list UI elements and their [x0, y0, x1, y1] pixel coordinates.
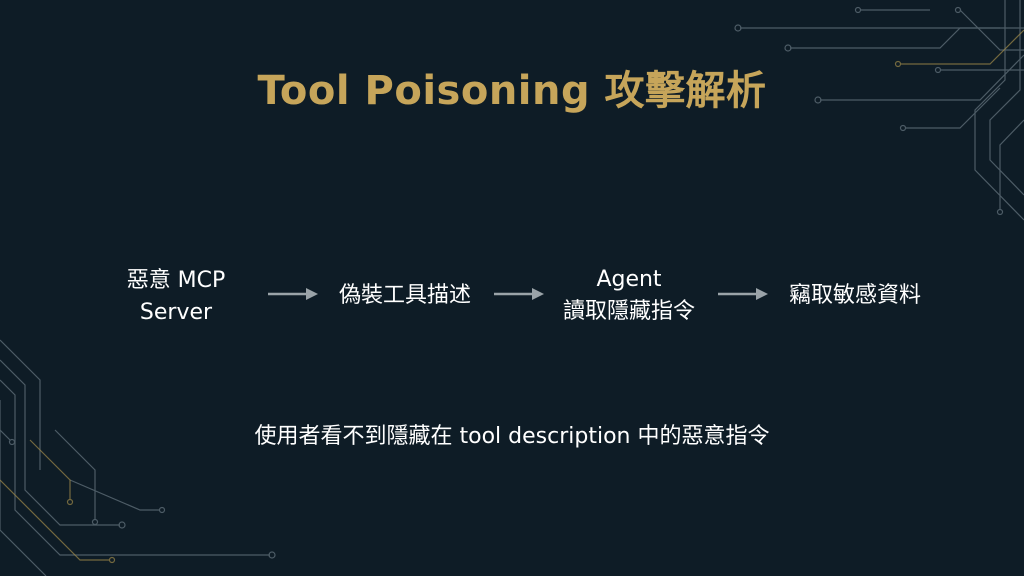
- flow-node-line: Agent: [596, 267, 662, 292]
- flow-node-line: 讀取隱藏指令: [562, 299, 695, 324]
- flow-node-agent-reads: Agent 讀取隱藏指令: [544, 264, 714, 328]
- flow-node-line: 竊取敏感資料: [788, 283, 921, 308]
- slide-title: Tool Poisoning 攻擊解析: [257, 68, 767, 114]
- slide-caption: 使用者看不到隱藏在 tool description 中的惡意指令: [254, 424, 770, 449]
- flow-node-line: 惡意 MCP: [126, 268, 226, 293]
- arrow-right-icon: [268, 288, 318, 300]
- flow-node-disguised-tool: 偽裝工具描述: [320, 280, 490, 312]
- arrow-right-icon: [718, 288, 768, 300]
- flow-node-malicious-server: 惡意 MCP Server: [106, 265, 246, 329]
- arrow-right-icon: [494, 288, 544, 300]
- flow-node-steal-data: 竊取敏感資料: [770, 280, 940, 312]
- flow-node-line: Server: [139, 300, 213, 325]
- flow-node-line: 偽裝工具描述: [338, 283, 471, 308]
